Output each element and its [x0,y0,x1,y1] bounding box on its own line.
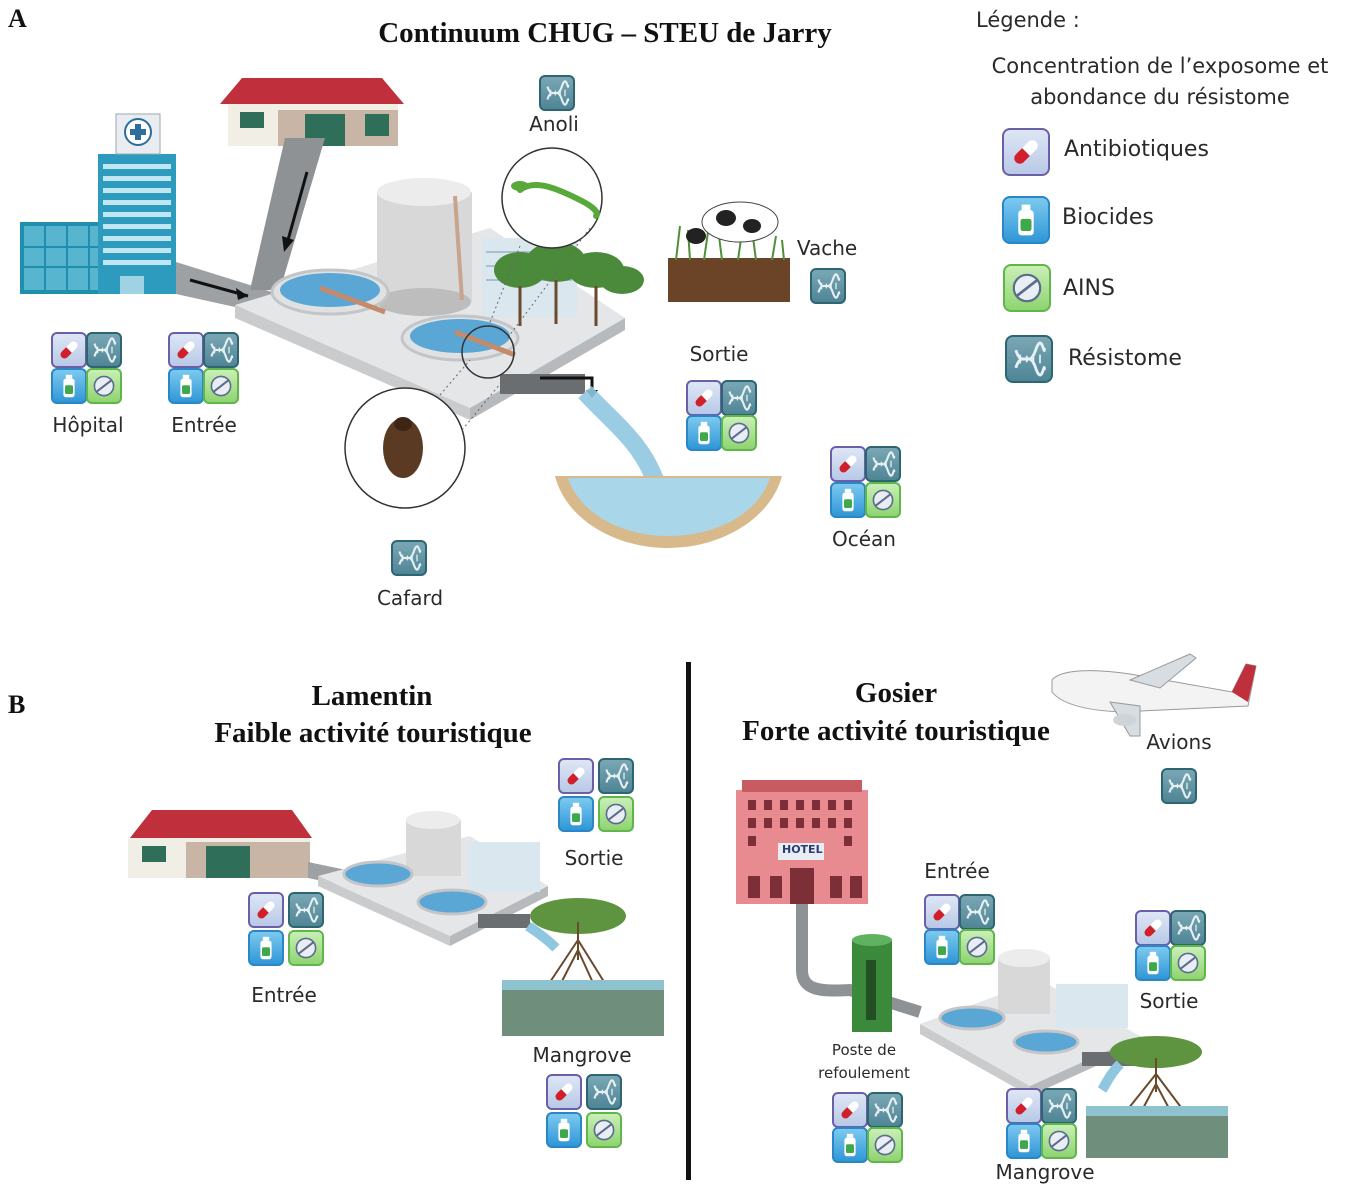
ains-tablet-icon [865,482,901,518]
ains-tablet-icon [959,929,995,965]
biocide-bottle-icon [168,368,204,404]
lamentin-subtitle: Faible activité touristique [214,717,532,749]
biocide-bottle-icon [1006,1123,1042,1159]
lamentin-title: Lamentin [311,680,433,712]
dna-helix-icon [586,1074,622,1110]
gosier-title: Gosier [854,677,938,709]
gosier-label-mangrove: Mangrove [995,1160,1095,1184]
label-sortie: Sortie [689,342,749,366]
legend-item-biocides: Biocides [1062,205,1154,230]
label-cafard: Cafard [376,586,444,610]
panel-a-letter: A [8,4,27,33]
gosier-subtitle: Forte activité touristique [742,715,1050,747]
ains-tablet-icon [586,1112,622,1148]
antibiotic-pill-icon [924,894,960,930]
panel-a-scene [20,78,790,548]
legend-item-resistome: Résistome [1068,346,1182,371]
antibiotic-pill-icon [168,332,204,368]
dna-helix-icon [391,540,427,576]
lamentin-label-mangrove: Mangrove [532,1043,632,1067]
dna-helix-icon [598,758,634,794]
dna-helix-icon [203,332,239,368]
biocide-bottle-icon [924,929,960,965]
ains-tablet-icon [1003,264,1051,312]
label-anoli: Anoli [529,112,579,136]
label-hopital: Hôpital [52,413,124,437]
gosier-label-sortie: Sortie [1139,989,1199,1013]
biocide-bottle-icon [51,368,87,404]
legend-subtitle-line2: abondance du résistome [1030,85,1290,109]
antibiotic-pill-icon [248,892,284,928]
biocide-bottle-icon [248,930,284,966]
dna-helix-icon [959,894,995,930]
legend-title: Légende : [976,8,1080,32]
dna-helix-icon [865,446,901,482]
biocide-bottle-icon [546,1112,582,1148]
ains-tablet-icon [598,796,634,832]
antibiotic-pill-icon [1002,128,1050,176]
biocide-bottle-icon [1135,945,1171,981]
panel-divider [686,662,691,1180]
panel-b-letter: B [8,690,26,719]
biocide-bottle-icon [832,1127,868,1163]
ains-tablet-icon [203,368,239,404]
label-vache: Vache [796,236,858,260]
antibiotic-pill-icon [832,1092,868,1128]
dna-helix-icon [1170,910,1206,946]
dna-helix-icon [721,380,757,416]
dna-helix-icon [1041,1088,1077,1124]
ains-tablet-icon [86,368,122,404]
antibiotic-pill-icon [1006,1088,1042,1124]
hospital-building-icon [20,113,176,294]
dna-helix-icon [86,332,122,368]
ains-tablet-icon [288,930,324,966]
dna-helix-icon [1005,335,1053,383]
biocide-bottle-icon [686,415,722,451]
lamentin-label-sortie: Sortie [564,846,624,870]
biocide-bottle-icon [830,482,866,518]
ains-tablet-icon [721,415,757,451]
dna-helix-icon [539,75,575,111]
hotel-sign: HOTEL [782,843,823,856]
label-ocean: Océan [832,527,896,551]
panel-b-scene [128,653,1257,1158]
gosier-label-entree: Entrée [924,859,990,883]
gosier-label-poste-line1: Poste de [831,1041,897,1059]
dna-helix-icon [288,892,324,928]
airplane-icon [1051,653,1257,737]
antibiotic-pill-icon [51,332,87,368]
lamentin-label-entree: Entrée [251,983,317,1007]
gosier-label-poste-line2: refoulement [818,1064,910,1082]
antibiotic-pill-icon [686,380,722,416]
gosier-label-avions: Avions [1146,730,1212,754]
ains-tablet-icon [1170,945,1206,981]
house-icon [220,78,404,146]
ains-tablet-icon [867,1127,903,1163]
dna-helix-icon [1161,768,1197,804]
legend-item-antibiotiques: Antibiotiques [1064,137,1209,162]
antibiotic-pill-icon [830,446,866,482]
antibiotic-pill-icon [1135,910,1171,946]
biocide-bottle-icon [558,796,594,832]
legend-item-ains: AINS [1063,276,1115,301]
antibiotic-pill-icon [546,1074,582,1110]
biocide-bottle-icon [1002,196,1050,244]
legend-subtitle-line1: Concentration de l’exposome et [991,54,1329,78]
dna-helix-icon [810,268,846,304]
panel-a-title: Continuum CHUG – STEU de Jarry [378,17,832,49]
label-entree: Entrée [171,413,237,437]
ains-tablet-icon [1041,1123,1077,1159]
dna-helix-icon [867,1092,903,1128]
antibiotic-pill-icon [558,758,594,794]
